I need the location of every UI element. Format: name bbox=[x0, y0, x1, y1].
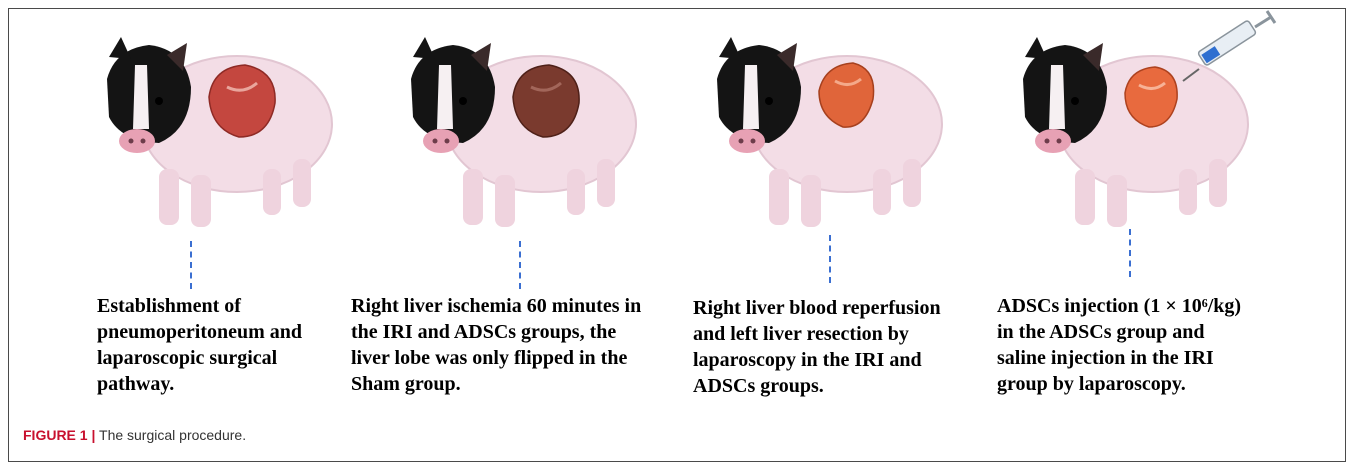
connector-line-4 bbox=[1129, 229, 1131, 277]
step-caption-4: ADSCs injection (1 × 10⁶/kg) in the ADSC… bbox=[997, 293, 1317, 397]
pig-illustration-1 bbox=[87, 9, 407, 249]
step-caption-2: Right liver ischemia 60 minutes in the I… bbox=[351, 293, 671, 397]
figure-label: FIGURE 1 | bbox=[23, 427, 95, 443]
step-panel-3: Right liver blood reperfusion and left l… bbox=[697, 9, 1017, 429]
syringe-icon bbox=[1183, 11, 1275, 81]
figure-caption: FIGURE 1 | The surgical procedure. bbox=[23, 427, 246, 443]
step-caption-3: Right liver blood reperfusion and left l… bbox=[693, 295, 993, 399]
step-panel-4: ADSCs injection (1 × 10⁶/kg) in the ADSC… bbox=[1003, 9, 1323, 429]
step-panel-2: Right liver ischemia 60 minutes in the I… bbox=[391, 9, 711, 429]
pig-illustration-4 bbox=[1003, 9, 1323, 249]
pig-illustration-3 bbox=[697, 9, 1017, 249]
connector-line-1 bbox=[190, 241, 192, 289]
figure-caption-text: The surgical procedure. bbox=[95, 427, 246, 443]
figure-frame: Establishment of pneumoperitoneum and la… bbox=[8, 8, 1346, 462]
pig-illustration-2 bbox=[391, 9, 711, 249]
connector-line-3 bbox=[829, 235, 831, 283]
connector-line-2 bbox=[519, 241, 521, 289]
